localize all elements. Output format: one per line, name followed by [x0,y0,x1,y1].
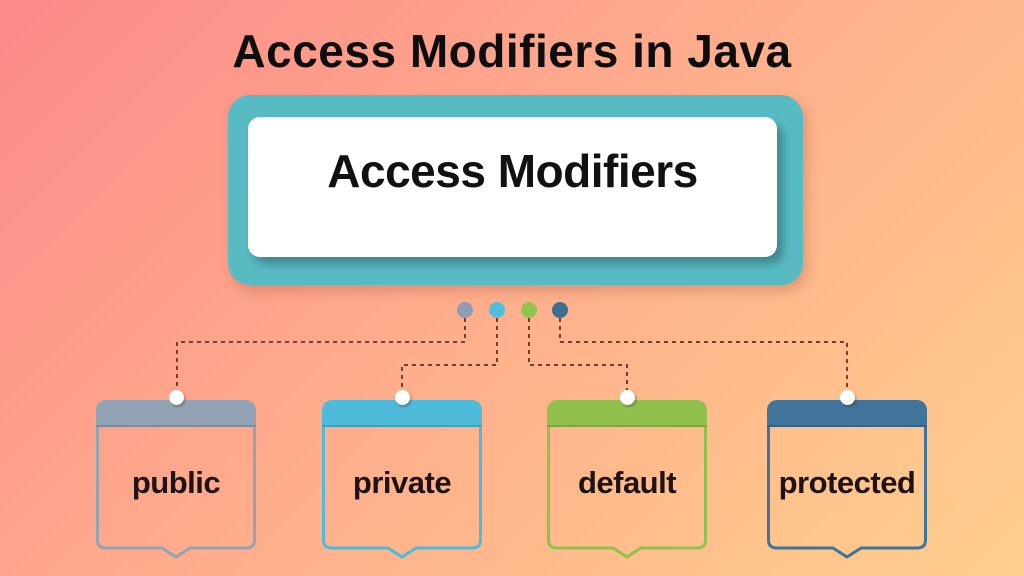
card-tail [96,538,256,559]
card-label: protected [778,464,916,500]
dot-default [521,302,537,318]
pin-icon [619,390,635,405]
pin-icon [168,390,184,405]
card-body: default [547,427,707,538]
dot-protected [552,302,568,318]
main-node-container: Access Modifiers [228,95,803,285]
connector-line-protected [559,318,848,390]
connector-line-private [401,318,498,390]
pin-icon [839,390,855,405]
card-body: public [96,427,256,538]
main-node-card: Access Modifiers [248,117,777,257]
card-label: public [131,464,221,500]
card-body: private [322,427,482,538]
card-public: public [96,390,256,560]
card-label: default [577,464,677,500]
card-body: protected [767,427,927,538]
card-tail [322,538,482,559]
connector-line-public [176,318,466,390]
card-label: private [352,464,452,500]
connector-line-default [528,318,628,390]
dot-public [457,302,473,318]
pin-icon [394,390,410,405]
main-node-label: Access Modifiers [327,145,698,197]
card-default: default [547,390,707,560]
card-protected: protected [767,390,927,560]
card-tail [547,538,707,559]
page-title: Access Modifiers in Java [232,25,792,77]
dot-private [489,302,505,318]
card-tail [767,538,927,559]
card-private: private [322,390,482,560]
